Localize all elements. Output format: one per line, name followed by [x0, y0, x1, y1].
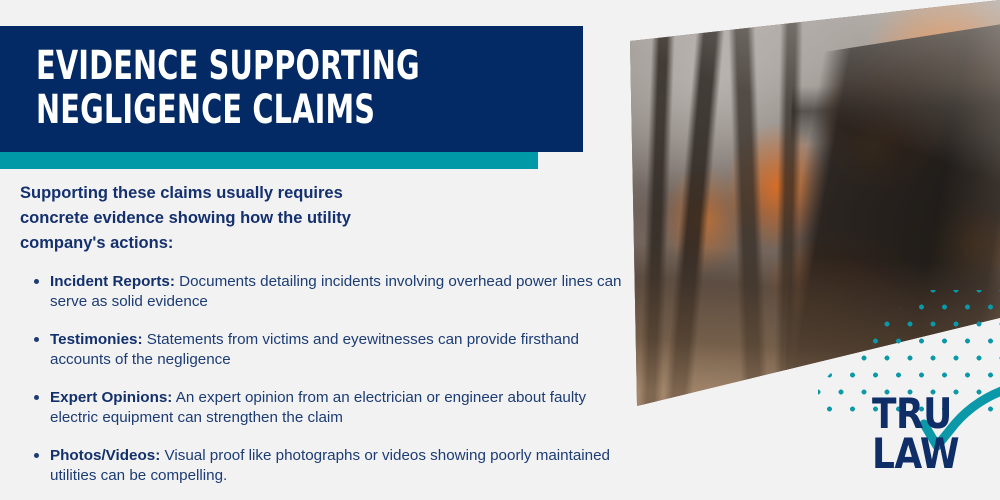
list-item: Photos/Videos: Visual proof like photogr… — [20, 446, 625, 485]
list-item-label: Incident Reports: — [50, 273, 175, 290]
title-banner: EVIDENCE SUPPORTING NEGLIGENCE CLAIMS — [0, 26, 583, 152]
bullet-dot-icon — [34, 395, 39, 400]
bullet-dot-icon — [34, 337, 39, 342]
page-title: EVIDENCE SUPPORTING NEGLIGENCE CLAIMS — [36, 43, 420, 133]
list-item-description: Documents detailing incidents involving … — [50, 273, 622, 310]
list-item-description: Statements from victims and eyewitnesses… — [50, 331, 579, 368]
title-accent-bar — [0, 152, 538, 169]
evidence-list: Incident Reports: Documents detailing in… — [20, 272, 625, 485]
list-item: Testimonies: Statements from victims and… — [20, 330, 625, 369]
checkmark-icon — [920, 386, 1000, 451]
bullet-dot-icon — [34, 279, 39, 284]
intro-paragraph: Supporting these claims usually requires… — [20, 184, 351, 252]
list-item: Expert Opinions: An expert opinion from … — [20, 388, 625, 427]
list-item-description: Visual proof like photographs or videos … — [50, 447, 610, 484]
tru-law-logo[interactable]: TRU LAW — [868, 386, 1000, 488]
list-item-label: Expert Opinions: — [50, 389, 173, 406]
burning-building-photo — [630, 0, 1000, 406]
list-item-label: Photos/Videos: — [50, 447, 161, 464]
logo-word-law: LAW — [872, 429, 960, 478]
list-item-description: An expert opinion from an electrician or… — [50, 389, 587, 426]
bullet-dot-icon — [34, 453, 39, 458]
list-item-label: Testimonies: — [50, 331, 143, 348]
logo-word-tru: TRU — [872, 389, 952, 438]
list-item: Incident Reports: Documents detailing in… — [20, 272, 625, 311]
